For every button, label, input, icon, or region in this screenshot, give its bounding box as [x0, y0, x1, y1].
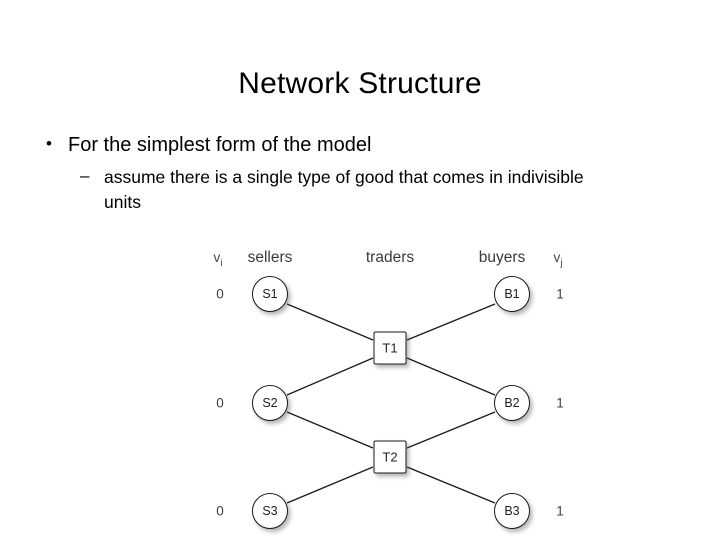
dash-marker-icon: –: [80, 165, 90, 185]
bullet-list: • For the simplest form of the model – a…: [38, 133, 678, 215]
diagram-node-b3: B3: [494, 493, 530, 529]
diagram-node-t1: T1: [373, 331, 407, 365]
diagram-edge-s2-t1: [286, 357, 374, 396]
diagram-node-label: S2: [262, 396, 278, 410]
diagram-edge-t1-b1: [406, 303, 496, 341]
diagram-value-label-vj-b3: 1: [556, 503, 564, 519]
bullet-level1: • For the simplest form of the model: [38, 133, 678, 159]
bullet-level1-text: For the simplest form of the model: [68, 134, 372, 156]
bullet-marker-icon: •: [46, 134, 52, 153]
bullet-level2-text: assume there is a single type of good th…: [104, 166, 584, 212]
subscript-vj: j: [560, 257, 563, 269]
diagram-value-label-vj-b1: 1: [556, 286, 564, 302]
diagram-node-label: B1: [504, 287, 520, 301]
diagram-column-header-buyers: buyers: [478, 249, 526, 266]
diagram-node-s2: S2: [252, 385, 288, 421]
diagram-value-label-vi-s2: 0: [216, 395, 224, 411]
diagram-edge-t2-b3: [406, 466, 496, 504]
diagram-node-label: S1: [262, 287, 278, 301]
bullet-level2: – assume there is a single type of good …: [38, 165, 678, 216]
diagram-node-label: T1: [382, 340, 398, 356]
diagram-column-header-vi: vi: [213, 249, 223, 269]
diagram-column-header-sellers: sellers: [247, 249, 293, 266]
page-title: Network Structure: [238, 67, 482, 101]
diagram-value-label-vi-s1: 0: [216, 286, 224, 302]
diagram-node-label: B3: [504, 504, 520, 518]
diagram-node-t2: T2: [373, 440, 407, 474]
diagram-value-label-vi-s3: 0: [216, 503, 224, 519]
diagram-column-header-vj: vj: [553, 249, 563, 269]
diagram-edge-s3-t2: [286, 466, 374, 504]
diagram-edge-s1-t1: [286, 303, 374, 341]
subscript-vi: i: [220, 257, 223, 269]
diagram-edge-t2-b2: [406, 411, 496, 449]
diagram-node-label: S3: [262, 504, 278, 518]
diagram-value-label-vj-b2: 1: [556, 395, 564, 411]
diagram-node-label: T2: [382, 449, 398, 465]
diagram-edge-layer: [286, 303, 496, 504]
diagram-node-s3: S3: [252, 493, 288, 529]
diagram-node-b1: B1: [494, 276, 530, 312]
diagram-node-s1: S1: [252, 276, 288, 312]
diagram-node-label: B2: [504, 396, 520, 410]
diagram-column-header-traders: traders: [365, 249, 415, 266]
diagram-node-b2: B2: [494, 385, 530, 421]
diagram-edge-s2-t2: [286, 411, 374, 449]
diagram-edge-t1-b2: [406, 357, 496, 396]
